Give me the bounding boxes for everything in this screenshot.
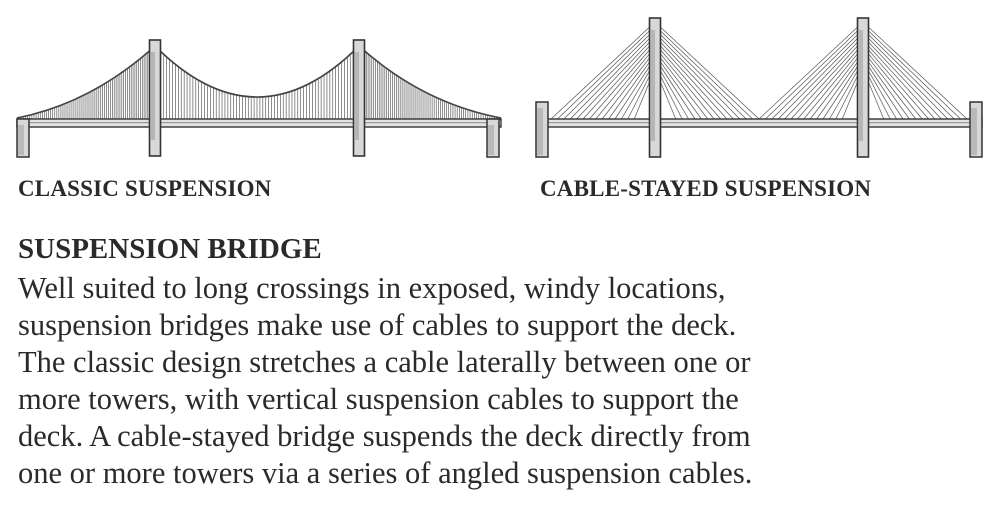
stay-cable	[771, 28, 864, 120]
stay-cable	[862, 54, 910, 120]
stay-cable	[862, 50, 917, 120]
stay-cable	[654, 46, 715, 120]
stay-cable	[862, 39, 936, 120]
stay-cable	[822, 57, 864, 120]
description-paragraph: Well suited to long crossings in exposed…	[18, 270, 993, 492]
stay-cable	[797, 43, 864, 120]
stay-cable	[777, 32, 864, 120]
stay-cable	[654, 21, 760, 120]
stay-cable	[601, 50, 656, 120]
tower-shading	[151, 52, 155, 140]
tower-shading	[859, 30, 863, 141]
description-line: The classic design stretches a cable lat…	[18, 345, 751, 379]
stay-cables	[550, 21, 968, 120]
stay-cable	[862, 46, 923, 120]
stay-cable	[862, 21, 968, 120]
stay-cable	[595, 46, 656, 120]
stay-cable	[654, 50, 709, 120]
bridge-structure	[16, 39, 502, 158]
stay-cable	[809, 50, 864, 120]
stay-cable	[550, 21, 656, 120]
bridge-structure	[535, 17, 983, 158]
stay-cable	[614, 57, 656, 120]
stay-cable	[576, 36, 656, 120]
tower-shading	[355, 52, 359, 140]
stay-cable	[862, 28, 955, 120]
stay-cable	[654, 39, 728, 120]
main-cables	[16, 45, 502, 119]
left-abutment-shading	[18, 125, 24, 155]
stay-cable	[654, 36, 734, 120]
stay-cable	[654, 54, 702, 120]
description-line: suspension bridges make use of cables to…	[18, 308, 737, 342]
classic-suspension-caption: CLASSIC SUSPENSION	[18, 176, 272, 201]
section-heading: SUSPENSION BRIDGE	[18, 233, 322, 265]
stay-cable	[784, 36, 864, 120]
tower-shading	[651, 30, 655, 141]
description-line: Well suited to long crossings in exposed…	[18, 271, 726, 305]
stay-cable	[654, 43, 721, 120]
stay-cable	[582, 39, 656, 120]
stay-cable	[803, 46, 864, 120]
main-cable	[154, 45, 360, 98]
description-line: one or more towers via a series of angle…	[18, 456, 753, 490]
stay-cable	[557, 25, 656, 120]
cable-stayed-caption: CABLE-STAYED SUSPENSION	[540, 176, 872, 201]
stay-cable	[654, 25, 753, 120]
right-abutment-shading	[488, 125, 494, 155]
stay-cable	[569, 32, 656, 120]
stay-cable	[862, 25, 961, 120]
stay-cable	[765, 25, 864, 120]
stay-cable	[608, 54, 656, 120]
stay-cable	[758, 21, 864, 120]
stay-cable	[816, 54, 864, 120]
stay-cable	[654, 28, 747, 120]
description-line: more towers, with vertical suspension ca…	[18, 382, 739, 416]
stay-cable	[654, 57, 696, 120]
vertical-hangers	[18, 47, 500, 119]
main-cable	[16, 45, 156, 119]
stay-cable	[790, 39, 864, 120]
classic-suspension-bridge-illustration	[16, 39, 502, 158]
cable-stayed-bridge-illustration	[535, 17, 983, 158]
right-abutment-shading	[971, 108, 977, 155]
main-cable	[358, 45, 502, 119]
stay-cable	[563, 28, 656, 120]
stay-cable	[862, 43, 929, 120]
left-abutment-shading	[537, 108, 543, 155]
stay-cable	[862, 32, 949, 120]
description-line: deck. A cable-stayed bridge suspends the…	[18, 419, 751, 453]
stay-cable	[589, 43, 656, 120]
stay-cable	[654, 32, 741, 120]
stay-cable	[862, 57, 904, 120]
stay-cable	[862, 36, 942, 120]
